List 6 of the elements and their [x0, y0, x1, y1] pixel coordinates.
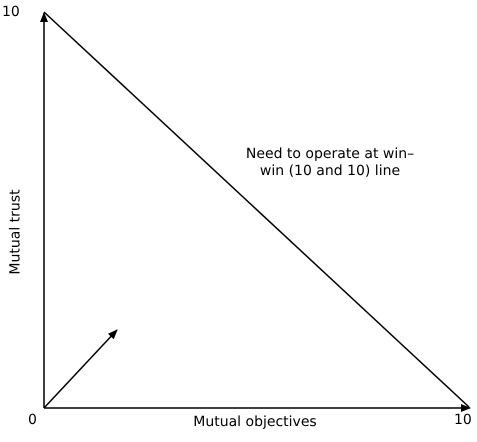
axis-tick-label: 0 — [28, 412, 37, 429]
axis-title: Mutual trust — [8, 189, 24, 275]
axis-title: Mutual objectives — [193, 414, 317, 431]
axis-tick-label: 10 — [454, 412, 472, 429]
axis-tick-label: 10 — [2, 4, 20, 21]
annotation-text: Need to operate at win–win (10 and 10) line — [245, 146, 415, 180]
